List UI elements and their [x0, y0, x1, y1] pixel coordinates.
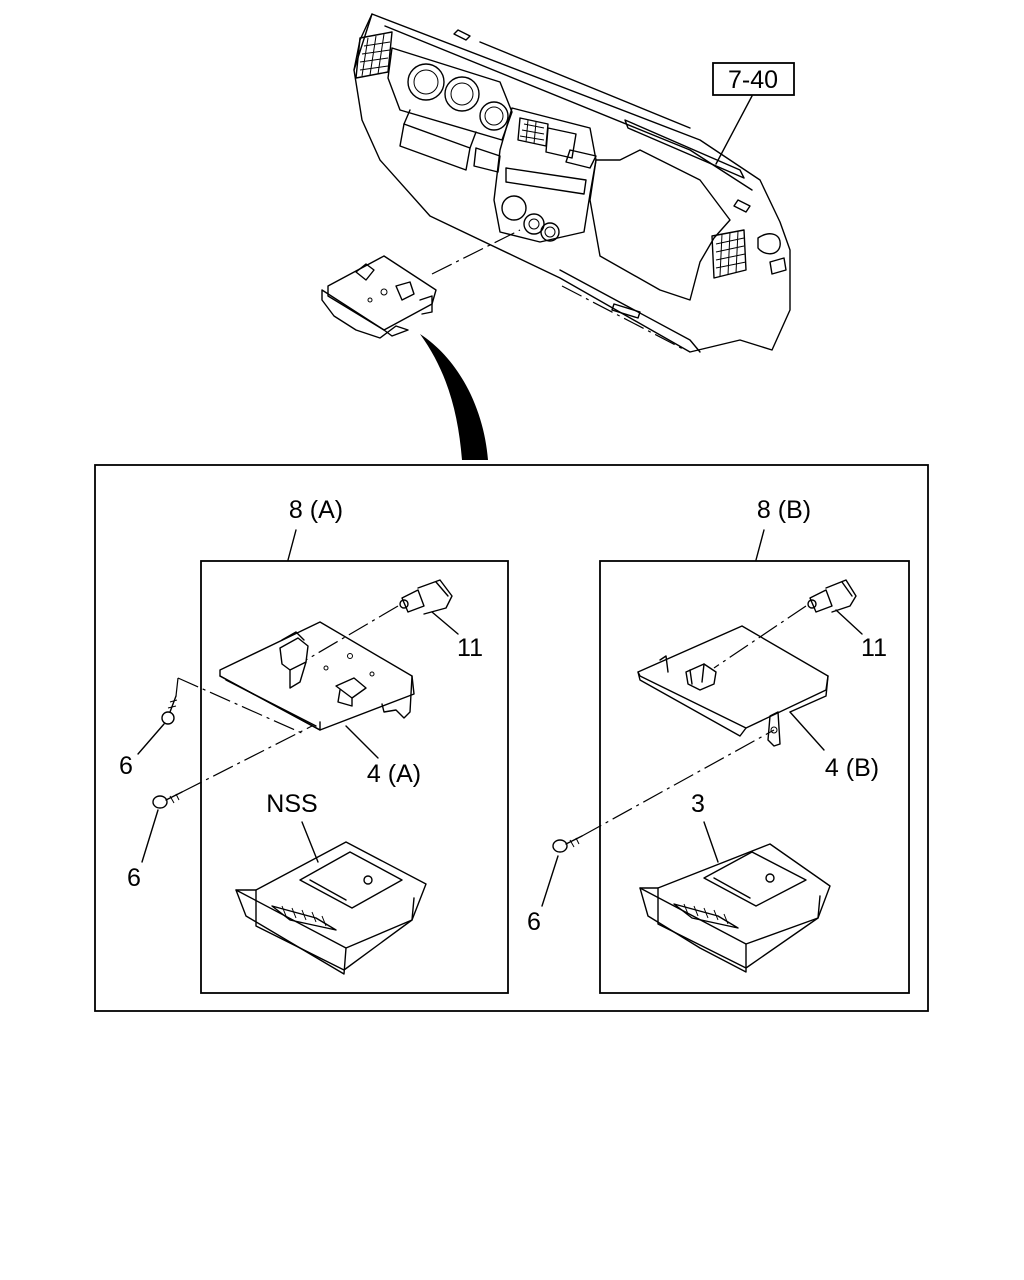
bulb-a [399, 579, 453, 615]
box-b-leader [703, 821, 719, 863]
screw-a-lower-leader [141, 809, 159, 863]
screw-a-lower-label: 6 [127, 864, 141, 892]
bulb-b-leader [835, 609, 863, 635]
bulb-a-leader [431, 611, 459, 635]
screw-b [552, 835, 583, 853]
screw-a-upper-line [177, 677, 305, 735]
holder-b-leader [789, 711, 825, 751]
screw-a-lower [152, 791, 183, 809]
holder-a-leader [345, 725, 379, 759]
box-a-label: NSS [266, 790, 317, 818]
box-b-label: 3 [691, 790, 705, 818]
bulb-b-label: 11 [861, 634, 887, 662]
screw-a-upper [161, 695, 178, 725]
screw-a-upper-line-2 [175, 677, 179, 697]
group-b-label: 8 (B) [757, 496, 811, 524]
group-a-leader [287, 529, 297, 561]
detail-arrow [420, 334, 488, 460]
holder-a-label: 4 (A) [367, 760, 421, 788]
screw-b-label: 6 [527, 908, 541, 936]
instrument-panel [353, 13, 791, 353]
holder-b [637, 625, 829, 747]
glove-box-a [235, 841, 427, 975]
mounting-line [431, 229, 521, 275]
bulb-a-label: 11 [457, 634, 483, 662]
box-a-leader [301, 821, 319, 863]
screw-a-lower-line [181, 725, 313, 793]
bulb-b [807, 579, 857, 613]
reference-leader [715, 95, 753, 165]
glove-box-b [639, 843, 831, 973]
detail-frame [94, 464, 929, 1012]
screw-a-upper-leader [137, 723, 165, 755]
screw-b-leader [541, 855, 559, 907]
reference-label: 7-40 [728, 66, 778, 94]
screw-b-line [581, 729, 775, 837]
reference-box [712, 62, 795, 96]
group-a-box [200, 560, 509, 994]
holder-a [219, 621, 415, 731]
group-a-label: 8 (A) [289, 496, 343, 524]
bulb-a-line [305, 605, 399, 661]
group-b-box [599, 560, 910, 994]
holder-b-label: 4 (B) [825, 754, 879, 782]
glove-box-assembly-small [321, 255, 437, 339]
screw-a-upper-label: 6 [119, 752, 133, 780]
group-b-leader [755, 529, 765, 561]
